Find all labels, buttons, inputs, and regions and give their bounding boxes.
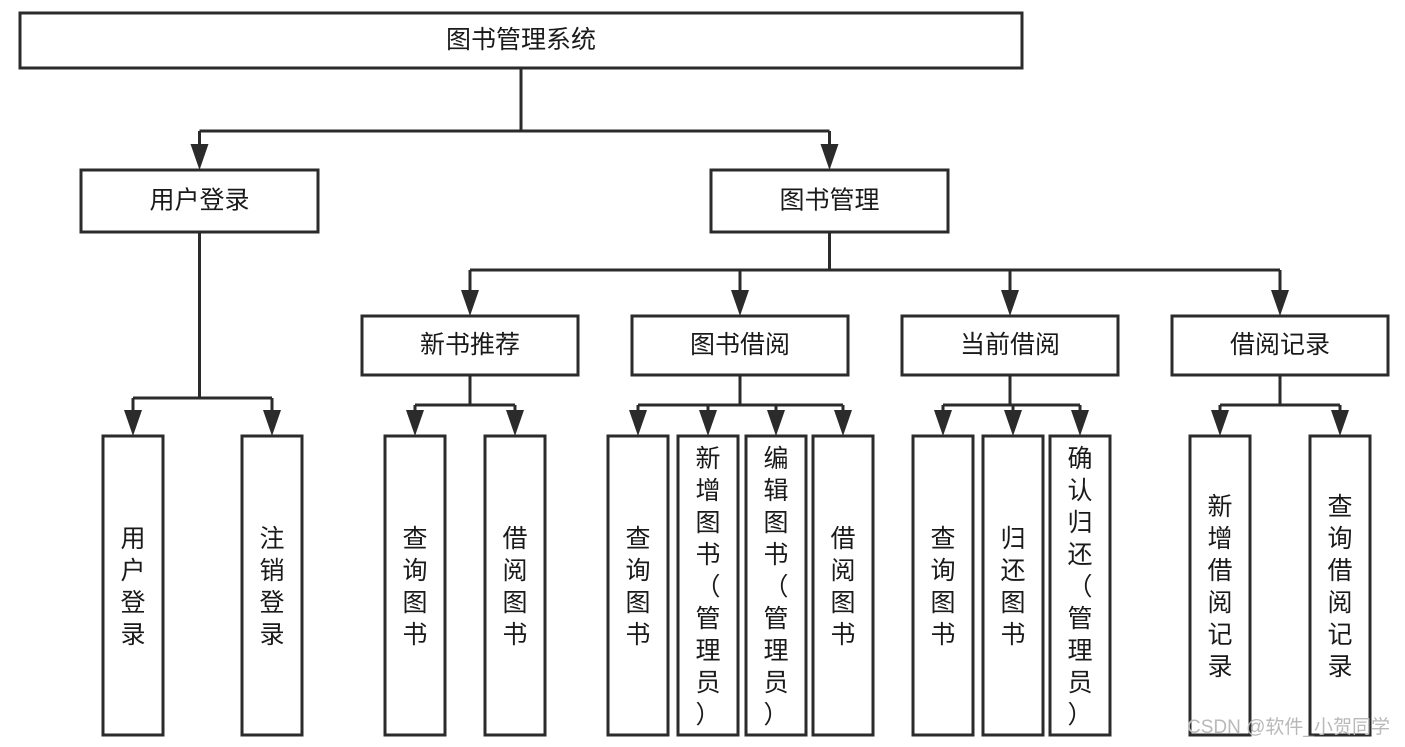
arrow-head-icon: [506, 410, 524, 436]
connectors-layer: [124, 68, 1349, 436]
node-leaf-user-login[interactable]: 用户登录: [101, 434, 165, 737]
node-leaf-confirm-return-admin[interactable]: 确认归还（管理员）: [1048, 434, 1112, 737]
node-box-book-management: [709, 168, 950, 234]
node-borrow-record[interactable]: 借阅记录: [1170, 314, 1390, 377]
node-label-leaf-logout-login: 注销登录: [259, 525, 284, 649]
node-box-leaf-add-book-admin: [676, 434, 740, 737]
connector-book-borrow-to-leaves: [629, 375, 852, 436]
nodes-layer: 图书管理系统用户登录图书管理新书推荐图书借阅当前借阅借阅记录用户登录注销登录查询…: [18, 11, 1390, 737]
node-box-borrow-record: [1170, 314, 1390, 377]
arrow-head-icon: [767, 410, 785, 436]
arrow-head-icon: [934, 410, 952, 436]
node-label-root: 图书管理系统: [446, 26, 596, 54]
connector-user-login-to-leaves: [124, 232, 281, 436]
node-label-leaf-query-book-current: 查询图书: [930, 525, 955, 649]
node-leaf-query-book-borrow[interactable]: 查询图书: [606, 434, 670, 737]
node-box-leaf-query-book-recommend: [383, 434, 447, 737]
node-box-leaf-logout-login: [240, 434, 304, 737]
arrow-head-icon: [263, 410, 281, 436]
node-root[interactable]: 图书管理系统: [18, 11, 1024, 70]
node-label-current-borrow: 当前借阅: [960, 331, 1060, 359]
connector-root-to-level2: [190, 68, 839, 170]
arrow-head-icon: [190, 144, 209, 170]
node-leaf-add-book-admin[interactable]: 新增图书（管理员）: [676, 434, 740, 737]
node-label-leaf-borrow-book-recommend: 借阅图书: [502, 525, 527, 649]
node-label-leaf-query-book-recommend: 查询图书: [402, 525, 427, 649]
node-box-current-borrow: [900, 314, 1120, 377]
node-user-login[interactable]: 用户登录: [79, 168, 320, 234]
arrow-head-icon: [629, 410, 647, 436]
node-box-book-borrow: [630, 314, 850, 377]
node-label-leaf-borrow-book: 借阅图书: [830, 525, 855, 649]
node-box-leaf-query-book-current: [911, 434, 975, 737]
node-box-root: [18, 11, 1024, 70]
node-box-leaf-confirm-return-admin: [1048, 434, 1112, 737]
arrow-head-icon: [1331, 410, 1349, 436]
arrow-head-icon: [124, 410, 142, 436]
connector-current-borrow-to-leaves: [934, 375, 1089, 436]
node-leaf-borrow-book-recommend[interactable]: 借阅图书: [483, 434, 547, 737]
arrow-head-icon: [1071, 410, 1089, 436]
arrow-head-icon: [820, 144, 839, 170]
node-box-leaf-borrow-book-recommend: [483, 434, 547, 737]
connector-borrow-record-to-leaves: [1211, 375, 1349, 436]
node-label-book-borrow: 图书借阅: [690, 331, 790, 359]
arrow-head-icon: [731, 290, 749, 316]
node-book-borrow[interactable]: 图书借阅: [630, 314, 850, 377]
node-box-leaf-query-book-borrow: [606, 434, 670, 737]
arrow-head-icon: [1001, 290, 1019, 316]
node-label-leaf-query-borrow-record: 查询借阅记录: [1327, 493, 1352, 681]
node-box-leaf-return-book: [981, 434, 1045, 737]
arrow-head-icon: [1211, 410, 1229, 436]
node-label-borrow-record: 借阅记录: [1230, 331, 1330, 359]
node-current-borrow[interactable]: 当前借阅: [900, 314, 1120, 377]
node-label-leaf-add-book-admin: 新增图书（管理员）: [695, 445, 720, 729]
arrow-head-icon: [834, 410, 852, 436]
node-label-new-book-recommend: 新书推荐: [420, 331, 520, 359]
connector-new-book-recommend-to-leaves: [406, 375, 524, 436]
node-leaf-add-borrow-record[interactable]: 新增借阅记录: [1188, 434, 1252, 737]
arrow-head-icon: [461, 290, 479, 316]
arrow-head-icon: [406, 410, 424, 436]
node-leaf-borrow-book[interactable]: 借阅图书: [811, 434, 875, 737]
node-label-leaf-edit-book-admin: 编辑图书（管理员）: [763, 445, 788, 729]
csdn-watermark: CSDN @软件_小贺同学: [1187, 716, 1390, 738]
node-label-leaf-add-borrow-record: 新增借阅记录: [1207, 493, 1232, 681]
node-box-leaf-borrow-book: [811, 434, 875, 737]
node-leaf-query-book-recommend[interactable]: 查询图书: [383, 434, 447, 737]
node-label-leaf-return-book: 归还图书: [1000, 525, 1025, 649]
node-box-leaf-add-borrow-record: [1188, 434, 1252, 737]
node-label-user-login: 用户登录: [149, 187, 249, 215]
node-leaf-query-book-current[interactable]: 查询图书: [911, 434, 975, 737]
node-box-leaf-query-borrow-record: [1308, 434, 1372, 737]
arrow-head-icon: [699, 410, 717, 436]
node-label-leaf-confirm-return-admin: 确认归还（管理员）: [1067, 445, 1092, 729]
node-new-book-recommend[interactable]: 新书推荐: [360, 314, 580, 377]
node-label-leaf-user-login: 用户登录: [120, 525, 145, 649]
node-box-leaf-user-login: [101, 434, 165, 737]
node-leaf-edit-book-admin[interactable]: 编辑图书（管理员）: [744, 434, 808, 737]
node-box-new-book-recommend: [360, 314, 580, 377]
node-label-book-management: 图书管理: [779, 187, 879, 215]
node-box-leaf-edit-book-admin: [744, 434, 808, 737]
node-leaf-logout-login[interactable]: 注销登录: [240, 434, 304, 737]
node-box-user-login: [79, 168, 320, 234]
node-leaf-return-book[interactable]: 归还图书: [981, 434, 1045, 737]
node-label-leaf-query-book-borrow: 查询图书: [625, 525, 650, 649]
node-leaf-query-borrow-record[interactable]: 查询借阅记录: [1308, 434, 1372, 737]
connector-book-management-to-level3: [461, 232, 1289, 316]
arrow-head-icon: [1004, 410, 1022, 436]
arrow-head-icon: [1271, 290, 1289, 316]
node-book-management[interactable]: 图书管理: [709, 168, 950, 234]
